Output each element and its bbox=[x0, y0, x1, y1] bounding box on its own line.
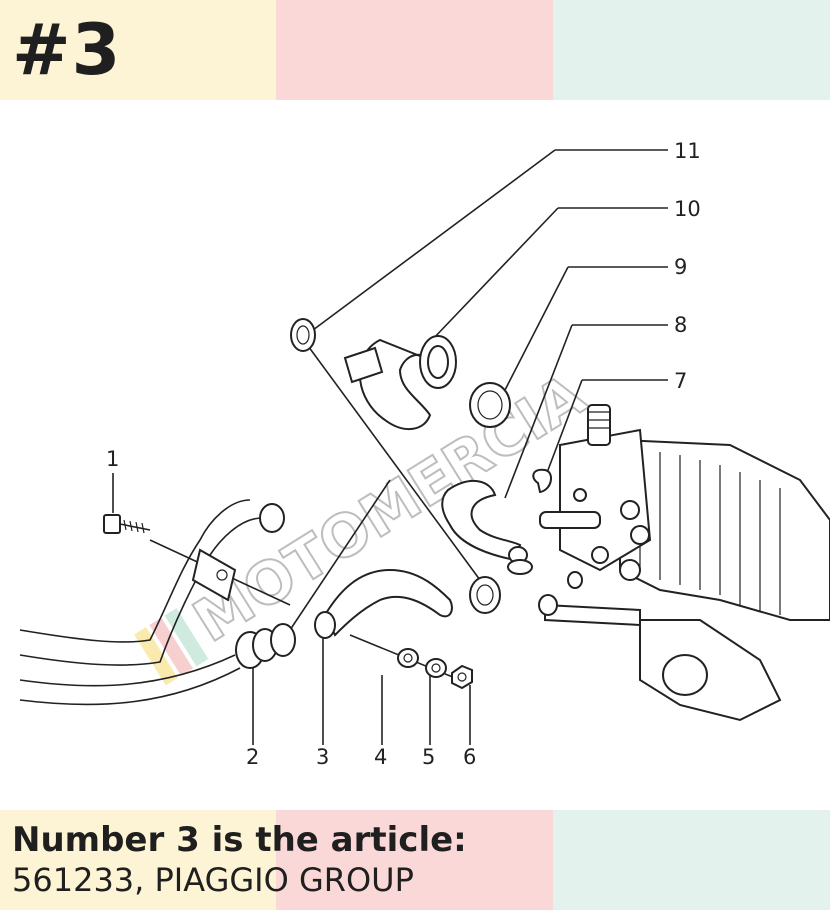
part-8-hose bbox=[441, 480, 533, 575]
band-yellow bbox=[0, 0, 276, 100]
part-1-bolt bbox=[103, 514, 151, 534]
callout-3: 3 bbox=[316, 745, 329, 769]
callout-1: 1 bbox=[106, 447, 119, 471]
callout-4: 4 bbox=[374, 745, 387, 769]
frame-pipes bbox=[19, 499, 285, 706]
part-7-clip bbox=[532, 468, 552, 494]
part-5-washer bbox=[425, 658, 447, 678]
cylinder-head bbox=[538, 404, 830, 722]
callout-2: 2 bbox=[246, 745, 259, 769]
part-10-elbow-hose bbox=[343, 335, 457, 430]
part-2-bushing bbox=[235, 623, 296, 669]
top-color-band bbox=[0, 0, 830, 100]
hose-clamp bbox=[469, 576, 501, 614]
bottom-color-band bbox=[0, 810, 830, 910]
exploded-parts-diagram: MOTOMERCIA bbox=[19, 139, 830, 769]
article-number: 561233, PIAGGIO GROUP bbox=[12, 861, 414, 899]
part-6-nut bbox=[451, 664, 473, 690]
band-yellow bbox=[0, 810, 276, 910]
callout-7: 7 bbox=[674, 369, 687, 393]
part-9-clamp bbox=[469, 382, 511, 428]
band-pink bbox=[276, 810, 553, 910]
callout-5: 5 bbox=[422, 745, 435, 769]
callout-10: 10 bbox=[674, 197, 701, 221]
watermark-logo: MOTOMERCIA bbox=[134, 360, 598, 686]
band-pink bbox=[276, 0, 553, 100]
callout-6: 6 bbox=[463, 745, 476, 769]
band-green bbox=[553, 810, 830, 910]
callout-11: 11 bbox=[674, 139, 701, 163]
band-green bbox=[553, 0, 830, 100]
part-11-clip bbox=[290, 318, 316, 352]
part-3-hose bbox=[314, 568, 453, 639]
part-4-washer bbox=[397, 648, 419, 668]
callout-8: 8 bbox=[674, 313, 687, 337]
caption-heading: Number 3 is the article: bbox=[12, 820, 467, 860]
item-number-badge: #3 bbox=[12, 9, 122, 91]
callout-9: 9 bbox=[674, 255, 687, 279]
article-caption: Number 3 is the article: 561233, PIAGGIO… bbox=[12, 820, 467, 900]
callout-labels: 11 10 9 8 7 1 2 3 4 5 6 bbox=[106, 139, 701, 769]
